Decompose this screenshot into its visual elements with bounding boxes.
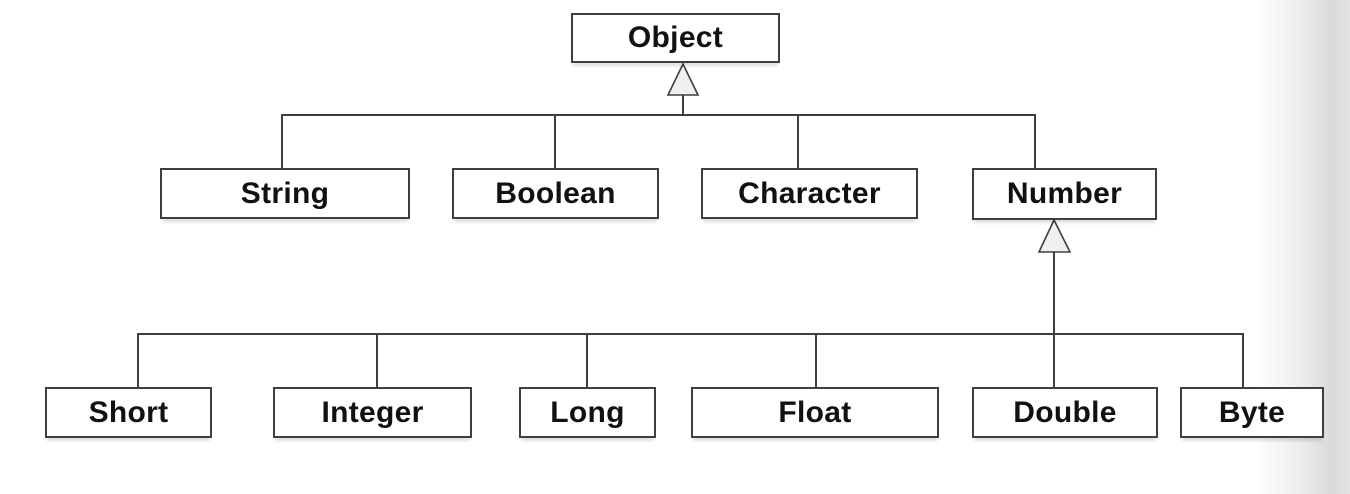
inheritance-arrowhead-to-number [1037, 218, 1072, 253]
node-object: Object [571, 13, 780, 63]
node-byte: Byte [1180, 387, 1324, 438]
node-character: Character [701, 168, 918, 219]
node-short: Short [45, 387, 212, 438]
inheritance-arrowhead-to-object [666, 62, 700, 96]
node-long: Long [519, 387, 656, 438]
node-float: Float [691, 387, 939, 438]
node-boolean: Boolean [452, 168, 659, 219]
node-string: String [160, 168, 410, 219]
node-number: Number [972, 168, 1157, 220]
node-double: Double [972, 387, 1158, 438]
node-integer: Integer [273, 387, 472, 438]
